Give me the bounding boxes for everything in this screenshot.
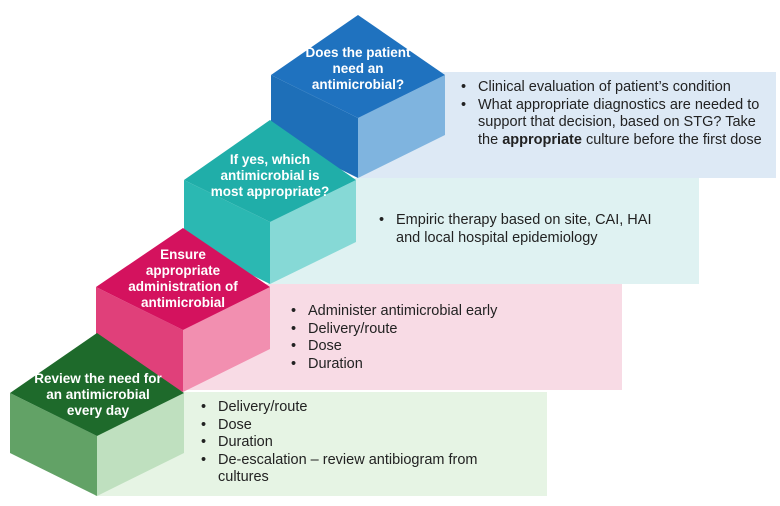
step-2-bullet-3: Dose [291,338,606,356]
step-4-bullet-1: Clinical evaluation of patient’s conditi… [461,79,774,97]
step-4-cube [271,15,445,178]
step-3-bullets: Empiric therapy based on site, CAI, HAI … [374,212,674,247]
step-2-bullets: Administer antimicrobial early Delivery/… [286,303,606,373]
step-3-cube [184,120,356,284]
step-2-bullet-1: Administer antimicrobial early [291,303,606,321]
step-3-title: If yes, which antimicrobial is most appr… [210,152,330,199]
step-2-bullet-4: Duration [291,356,606,374]
step-3-bullet-1: Empiric therapy based on site, CAI, HAI … [379,212,674,247]
step-1-bullet-1: Delivery/route [201,399,496,417]
step-1-bullet-2: Dose [201,417,496,435]
step-1-bullets: Delivery/route Dose Duration De-escalati… [196,399,496,487]
step-1-title: Review the need for an antimicrobial eve… [34,371,162,418]
emphasis: appropriate [502,131,582,148]
step-2-cube [96,228,270,392]
step-1-bullet-3: Duration [201,434,496,452]
step-4-bullet-2: What appropriate diagnostics are needed … [461,97,774,150]
step-2-title: Ensure appropriate administration of ant… [128,247,238,310]
step-1-bullet-4: De-escalation – review antibiogram from … [201,452,496,487]
step-4-title: Does the patient need an antimicrobial? [305,45,411,92]
step-1-cube [10,333,184,496]
step-2-bullet-2: Delivery/route [291,321,606,339]
step-4-bullets: Clinical evaluation of patient’s conditi… [456,79,774,149]
